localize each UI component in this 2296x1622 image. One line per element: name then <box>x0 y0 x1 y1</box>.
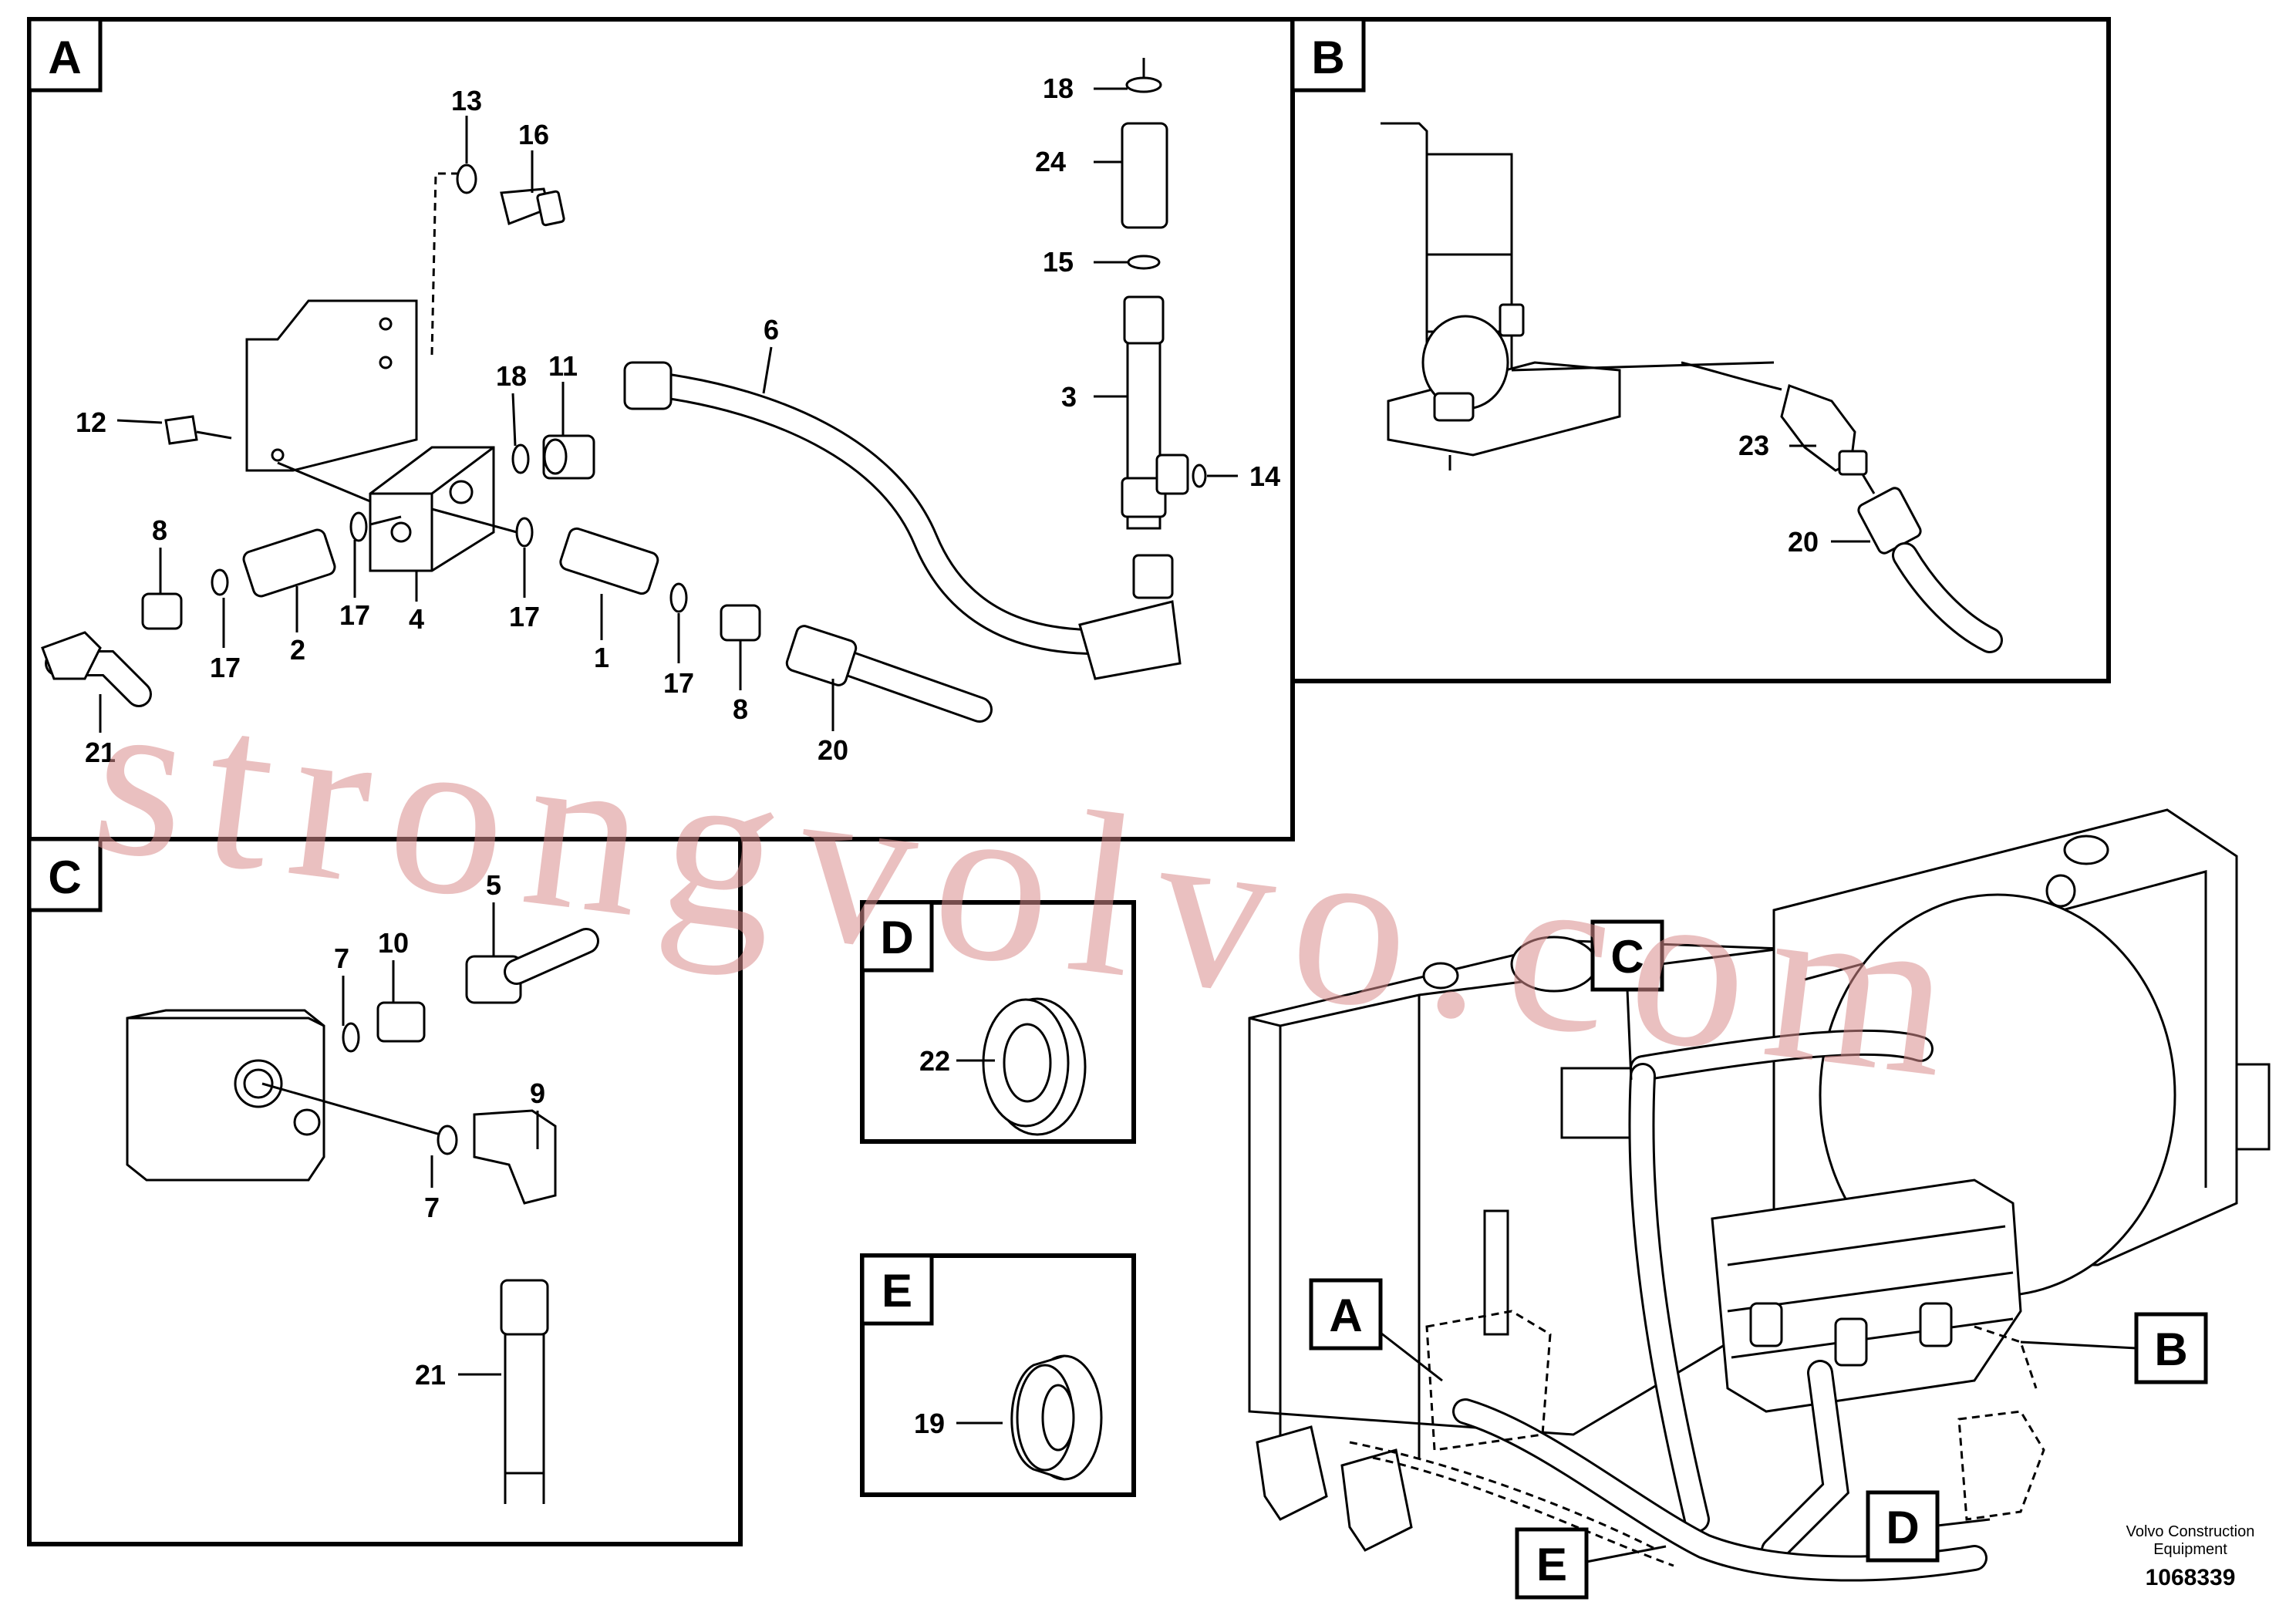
fitting-20 <box>785 625 858 686</box>
callout-c-7-bottom: 7 <box>424 1192 440 1223</box>
fitting-21-c <box>500 1279 549 1336</box>
callout-a-20: 20 <box>818 734 848 766</box>
callout-c-7-top: 7 <box>334 943 349 974</box>
oring-7-bottom <box>437 1125 458 1155</box>
grommet-19-inner <box>1041 1384 1075 1452</box>
callout-b-20: 20 <box>1788 526 1819 558</box>
callout-a-8-right: 8 <box>733 693 748 725</box>
brand-line-2: Equipment <box>2153 1541 2227 1558</box>
panel-b: B 23 20 <box>1290 17 2111 683</box>
svg-text:B: B <box>2154 1324 2187 1375</box>
overview-tags: A B C D E <box>1309 919 2208 1600</box>
check-valve-1 <box>559 527 659 595</box>
callout-a-17-b: 17 <box>339 599 370 631</box>
callout-a-1: 1 <box>594 642 609 673</box>
overview-tag-a <box>1309 1278 1383 1351</box>
check-valve-2 <box>242 528 336 598</box>
callout-e-19: 19 <box>914 1408 945 1439</box>
svg-text:C: C <box>1610 931 1644 983</box>
callout-a-3: 3 <box>1061 381 1077 413</box>
panel-a-letter: A <box>48 32 81 83</box>
panel-c: C 5 7 10 9 7 21 <box>27 837 743 1546</box>
block-c <box>126 1009 325 1182</box>
panel-d-letter: D <box>880 912 913 963</box>
callout-a-12: 12 <box>76 406 106 438</box>
oring-17-c <box>515 517 534 548</box>
callout-a-2: 2 <box>290 634 305 666</box>
panel-d: D 22 <box>860 900 1136 1144</box>
callout-a-21: 21 <box>85 737 116 768</box>
panel-c-letter: C <box>48 851 81 903</box>
callout-a-4: 4 <box>409 603 424 635</box>
panel-c-frame <box>27 837 743 1546</box>
panel-b-tag <box>1290 17 1366 93</box>
panel-a-tag <box>27 17 103 93</box>
callout-a-8-left: 8 <box>152 514 167 546</box>
oring-15 <box>1127 255 1161 270</box>
callout-b-23: 23 <box>1738 430 1769 461</box>
brand-line-1: Volvo Construction <box>2126 1523 2255 1540</box>
oring-17-b <box>349 511 368 542</box>
callout-a-14: 14 <box>1249 460 1280 492</box>
bracket-plate <box>245 299 418 472</box>
svg-text:D: D <box>1886 1502 1919 1553</box>
panel-a-frame <box>27 17 1295 841</box>
oring-7-top <box>342 1022 360 1053</box>
sight-glass <box>1483 1209 1509 1336</box>
callout-c-9: 9 <box>530 1077 545 1109</box>
callout-a-11: 11 <box>548 350 578 382</box>
callout-a-18: 18 <box>496 360 527 392</box>
panel-c-tag <box>27 837 103 912</box>
panel-e: E 19 <box>860 1253 1136 1497</box>
callout-a-17-c: 17 <box>509 601 540 632</box>
callout-c-10: 10 <box>378 927 409 959</box>
callout-a-6: 6 <box>764 314 779 346</box>
overview-tag-c <box>1590 919 1664 992</box>
overview-machine: A B C D E <box>1248 808 2271 1600</box>
panel-e-letter: E <box>882 1265 912 1317</box>
bolt-12 <box>164 415 198 445</box>
mount-plate-b <box>1387 361 1621 457</box>
callout-a-18-top: 18 <box>1043 73 1074 104</box>
oring-17-a <box>211 568 229 596</box>
oring-18 <box>511 443 530 474</box>
overview-tag-e <box>1515 1527 1589 1600</box>
callout-a-17-a: 17 <box>210 652 241 683</box>
svg-text:A: A <box>1329 1290 1362 1341</box>
svg-text:E: E <box>1536 1539 1567 1590</box>
washer-13 <box>456 164 477 194</box>
callout-a-15: 15 <box>1043 246 1074 278</box>
fitting-24 <box>1121 122 1168 229</box>
panel-a: A <box>27 17 1295 841</box>
oring-14 <box>1192 464 1207 488</box>
elbow-9 <box>473 1109 557 1205</box>
panel-b-letter: B <box>1311 32 1344 83</box>
callout-a-16: 16 <box>518 119 549 150</box>
adapter-8-left <box>141 592 183 630</box>
callout-a-24: 24 <box>1035 146 1066 177</box>
callout-a-17-d: 17 <box>663 667 694 699</box>
control-valve-bank <box>1711 1179 2022 1413</box>
callout-c-21: 21 <box>415 1359 446 1391</box>
callout-c-5: 5 <box>486 869 501 901</box>
oring-17-d <box>669 582 688 613</box>
hose-21-c <box>504 1333 545 1475</box>
panel-e-tag <box>860 1253 934 1326</box>
panel-b-frame <box>1290 17 2111 683</box>
seal-22-inner <box>1003 1023 1052 1103</box>
leaders-a <box>99 87 1238 733</box>
adapter-8-right <box>720 604 761 642</box>
adapter-10 <box>376 1001 426 1043</box>
footer: Volvo Construction Equipment 1068339 <box>2126 1523 2255 1590</box>
panel-d-tag <box>860 900 934 973</box>
overview-tag-d <box>1866 1490 1940 1563</box>
callout-a-13: 13 <box>451 85 482 116</box>
oring-18-top <box>1125 76 1162 93</box>
figure-number: 1068339 <box>2146 1565 2236 1590</box>
callout-d-22: 22 <box>919 1045 950 1077</box>
overview-tag-b <box>2134 1312 2208 1384</box>
